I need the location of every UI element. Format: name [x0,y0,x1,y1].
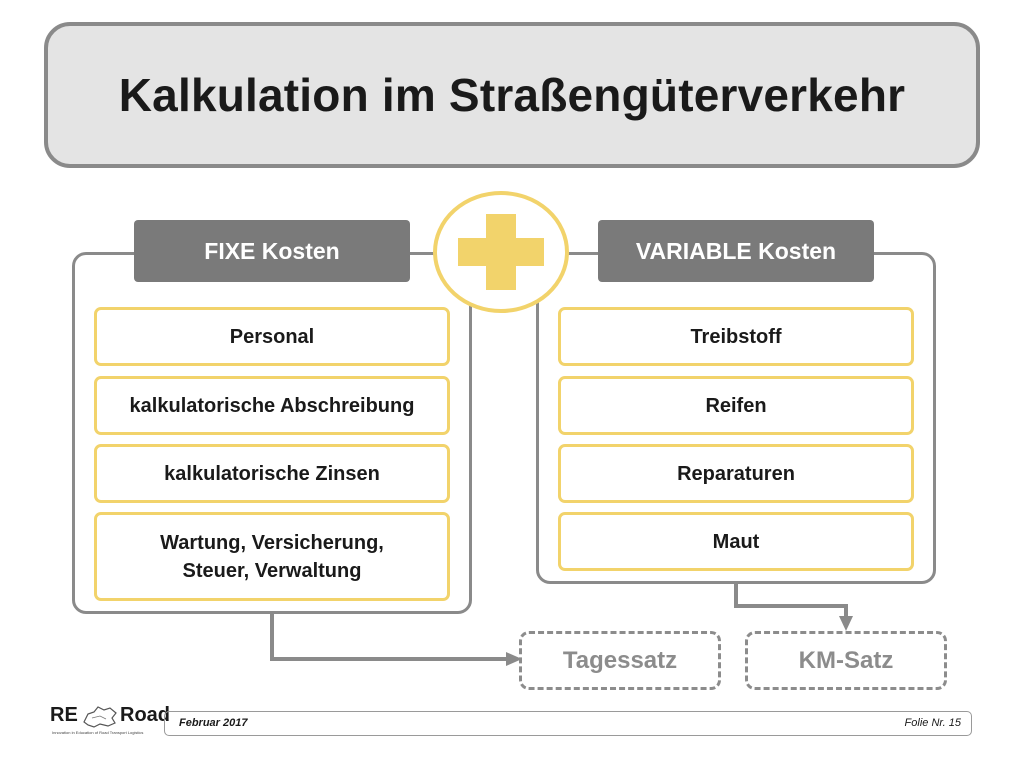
logo-text-right: Road [120,704,170,726]
footer-slide-number: Folie Nr. 15 [904,717,961,729]
logo: RE Road Innovation in Education of Road … [48,702,170,746]
variable-to-km-arrow [734,584,848,618]
km-arrowhead [839,616,853,631]
europe-map-icon [83,706,117,728]
fixed-item-personal: Personal [94,307,450,366]
fixed-item-wartung: Wartung, Versicherung, Steuer, Verwaltun… [94,512,450,601]
fixed-item-zinsen: kalkulatorische Zinsen [94,444,450,503]
km-satz-box: KM-Satz [745,631,947,690]
variable-item-treibstoff: Treibstoff [558,307,914,366]
fixed-item-abschreibung: kalkulatorische Abschreibung [94,376,450,435]
footer-bar: Februar 2017 Folie Nr. 15 [164,711,972,736]
title-box: Kalkulation im Straßengüterverkehr [44,22,980,168]
logo-tagline: Innovation in Education of Road Transpor… [52,730,144,735]
logo-text-left: RE [50,704,78,726]
tagessatz-box: Tagessatz [519,631,721,690]
variable-item-reparaturen: Reparaturen [558,444,914,503]
variable-costs-header: VARIABLE Kosten [598,220,874,282]
fixed-costs-header: FIXE Kosten [134,220,410,282]
plus-icon [432,190,570,314]
page-title: Kalkulation im Straßengüterverkehr [118,69,906,121]
tagessatz-arrowhead [506,652,522,666]
footer-date: Februar 2017 [179,717,248,729]
fixed-to-tagessatz-arrow [270,614,508,661]
variable-item-maut: Maut [558,512,914,571]
variable-item-reifen: Reifen [558,376,914,435]
